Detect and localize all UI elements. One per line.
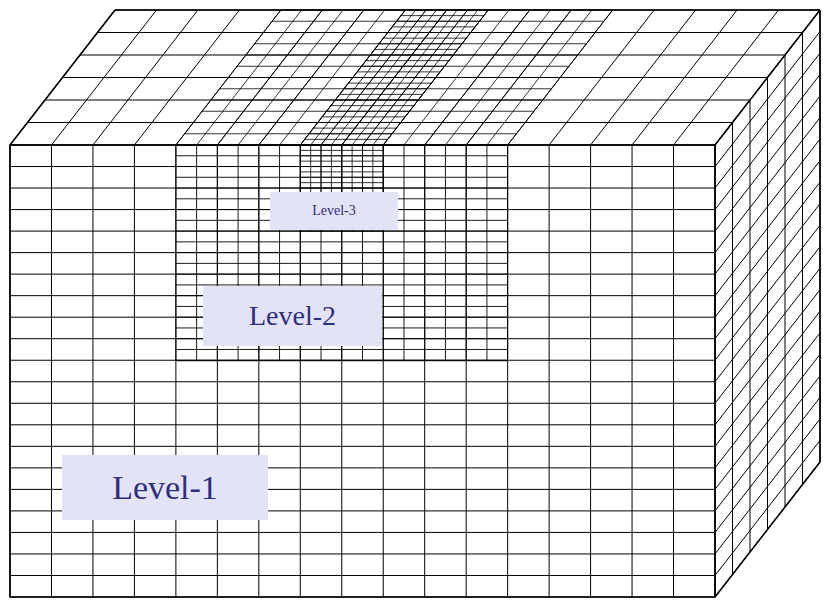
label-patch: Level-3 xyxy=(270,192,398,230)
level-label: Level-3 xyxy=(312,203,356,218)
top-face-grid xyxy=(10,10,820,145)
level-1-region: Level-1 Level-2 Level-3 xyxy=(10,145,715,597)
level-label: Level-1 xyxy=(112,469,218,506)
level-label: Level-2 xyxy=(249,301,336,332)
level-2-region: Level-2 Level-3 xyxy=(176,145,508,360)
cube-outline xyxy=(10,10,820,597)
level-2-grid xyxy=(176,145,508,361)
level-3-region: Level-3 xyxy=(300,145,383,231)
level-1-grid xyxy=(10,145,715,597)
label-patch: Level-2 xyxy=(203,286,382,346)
top-face-refined-grid xyxy=(176,10,613,145)
side-face-grid xyxy=(715,10,820,597)
label-patch: Level-1 xyxy=(62,455,268,520)
